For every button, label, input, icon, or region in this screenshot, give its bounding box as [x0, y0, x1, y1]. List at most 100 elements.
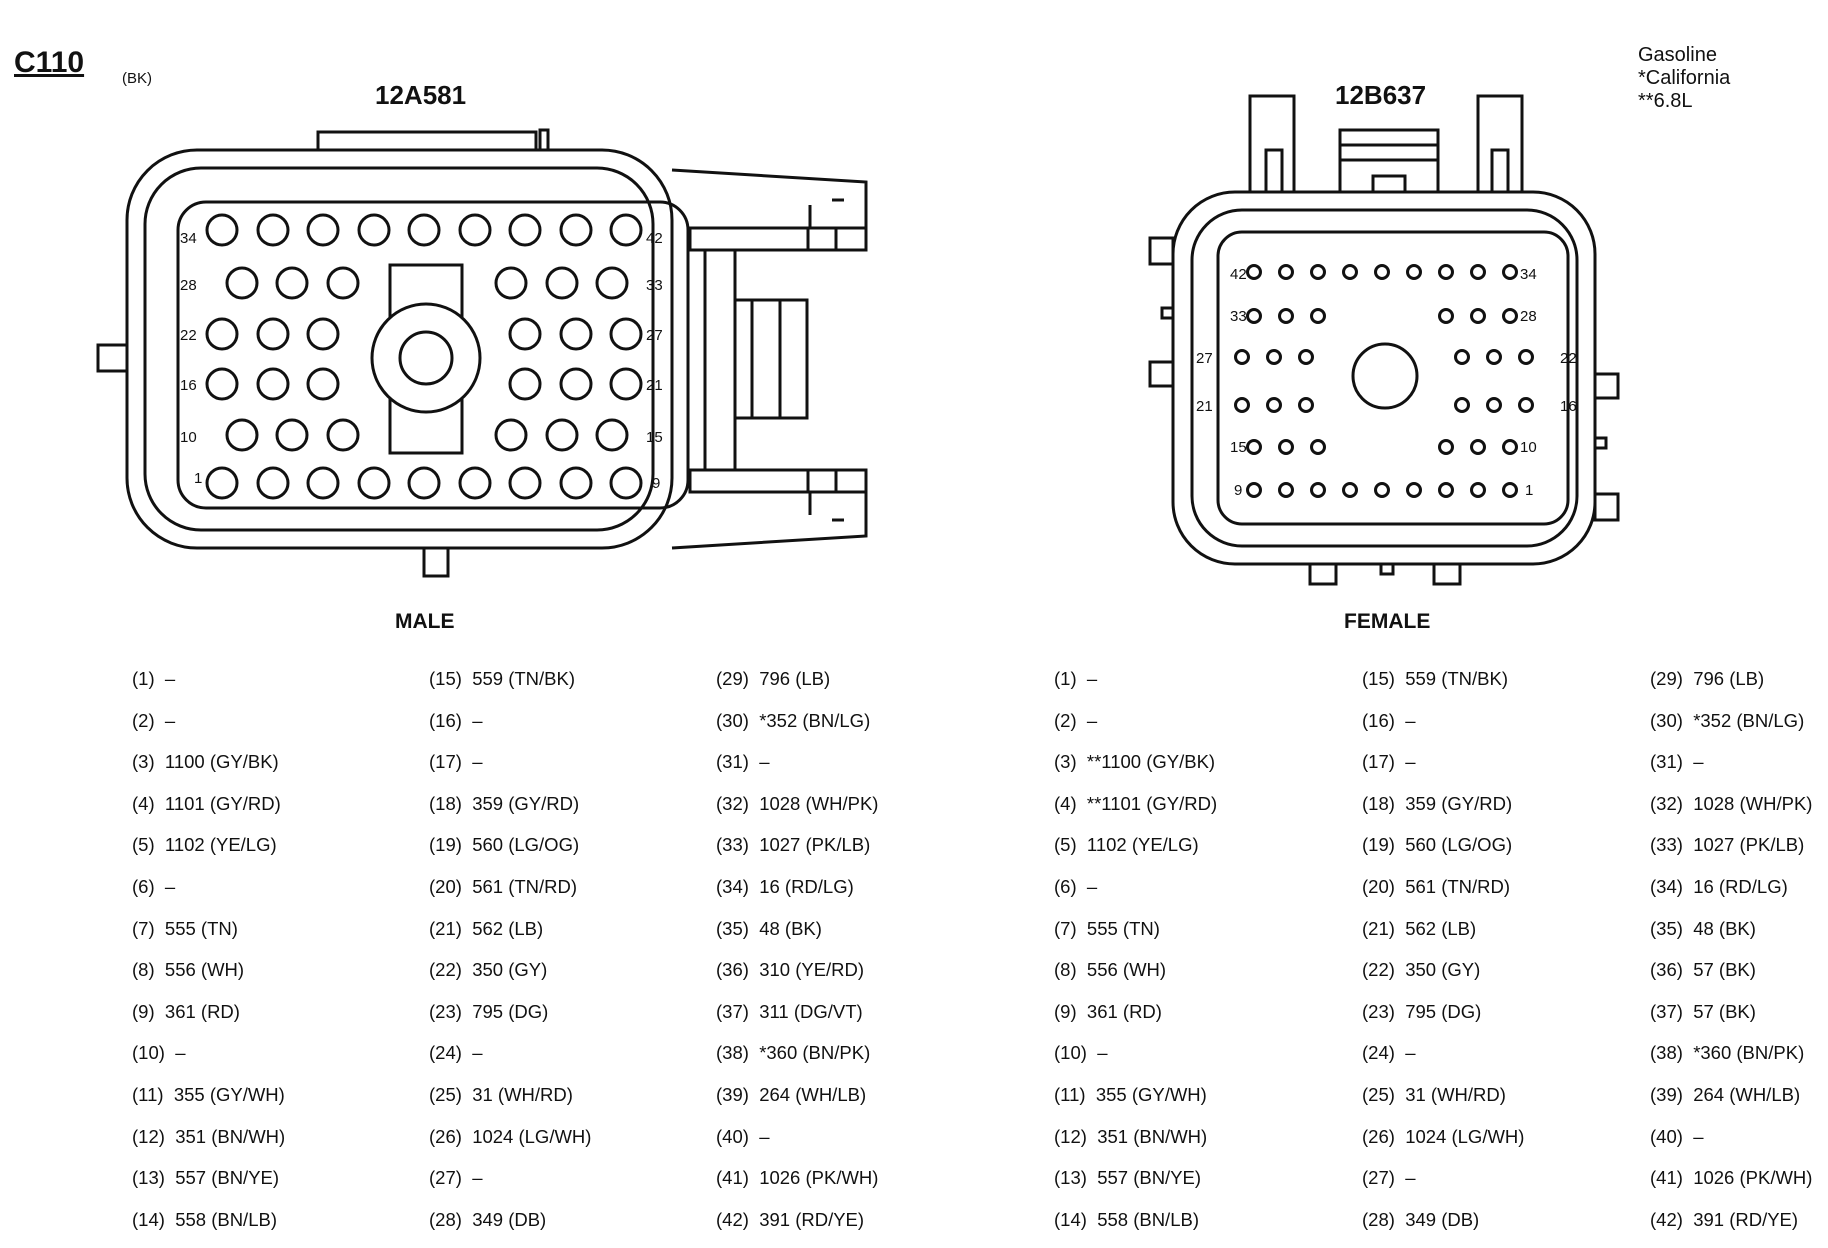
pin-cavity: [545, 266, 579, 300]
pin-row: (8) 556 (WH): [1054, 949, 1344, 991]
pin-cavity: [1470, 439, 1486, 455]
pin-cavity: [1406, 482, 1422, 498]
pin-cavity: [256, 213, 290, 247]
pin-cavity: [1310, 439, 1326, 455]
male-pin-cavities: [205, 213, 643, 500]
pin-circuit: 795 (DG): [1405, 1000, 1482, 1022]
pin-cavity: [609, 317, 643, 351]
pin-circuit: 350 (GY): [1405, 959, 1481, 981]
pin-cavity: [256, 367, 290, 401]
pin-row: (10) –: [1054, 1032, 1344, 1074]
pin-cavity: [1454, 349, 1470, 365]
pin-circuit: 311 (DG/VT): [759, 1000, 863, 1022]
pin-row: (16) –: [1362, 700, 1652, 742]
pin-row: (26) 1024 (LG/WH): [429, 1116, 719, 1158]
pin-number: (24): [1362, 1042, 1395, 1064]
cavity-label: 21: [646, 377, 663, 394]
pin-circuit: 560 (LG/OG): [472, 834, 580, 856]
pin-number: (33): [716, 834, 749, 856]
pin-row: (10) –: [132, 1032, 422, 1074]
pin-cavity: [508, 466, 542, 500]
pin-circuit: 1026 (PK/WH): [1693, 1167, 1813, 1189]
pin-row: (8) 556 (WH): [132, 949, 422, 991]
pin-circuit: 48 (BK): [1693, 917, 1756, 939]
pin-circuit: 561 (TN/RD): [1405, 875, 1511, 897]
pin-circuit: –: [472, 1042, 483, 1064]
connector-drawings: 34 42 28 33 22 27 16 21 10 15 1 9: [96, 94, 1620, 586]
pin-cavity: [1266, 397, 1282, 413]
pin-circuit: 391 (RD/YE): [759, 1208, 865, 1230]
pin-row: (30) *352 (BN/LG): [716, 700, 1006, 742]
pin-row: (32) 1028 (WH/PK): [1650, 783, 1828, 825]
pin-row: (40) –: [716, 1116, 1006, 1158]
pin-cavity: [494, 266, 528, 300]
pin-number: (24): [429, 1042, 462, 1064]
pin-cavity: [1246, 264, 1262, 280]
pin-cavity: [1234, 397, 1250, 413]
cavity-label: 15: [1230, 439, 1247, 456]
pin-number: (36): [716, 959, 749, 981]
pin-number: (31): [716, 751, 749, 773]
pin-number: (25): [429, 1083, 462, 1105]
pin-row: (30) *352 (BN/LG): [1650, 700, 1828, 742]
pin-cavity: [407, 213, 441, 247]
pin-number: (18): [1362, 792, 1395, 814]
pin-circuit: 556 (WH): [164, 959, 245, 981]
pin-number: (42): [716, 1208, 749, 1230]
pin-cavity: [306, 213, 340, 247]
pin-cavity: [275, 418, 309, 452]
pin-number: (2): [132, 709, 155, 731]
pin-row: (28) 349 (DB): [1362, 1199, 1652, 1241]
cavity-label: 1: [194, 470, 202, 487]
pin-circuit: –: [175, 1042, 186, 1064]
pin-row: (17) –: [1362, 741, 1652, 783]
pin-circuit: –: [1405, 751, 1416, 773]
cavity-label: 10: [1520, 439, 1537, 456]
pin-row: (4) **1101 (GY/RD): [1054, 783, 1344, 825]
pin-row: (16) –: [429, 700, 719, 742]
pin-number: (9): [132, 1000, 155, 1022]
pin-row: (15) 559 (TN/BK): [1362, 658, 1652, 700]
pin-cavity: [205, 213, 239, 247]
pin-circuit: 355 (GY/WH): [1095, 1083, 1207, 1105]
pin-number: (27): [1362, 1167, 1395, 1189]
pin-row: (41) 1026 (PK/WH): [716, 1157, 1006, 1199]
pin-number: (7): [132, 917, 155, 939]
cavity-label: 22: [180, 327, 197, 344]
pin-row: (1) –: [132, 658, 422, 700]
pin-row: (3) **1100 (GY/BK): [1054, 741, 1344, 783]
pin-circuit: –: [1693, 751, 1704, 773]
pin-circuit: 555 (TN): [164, 917, 238, 939]
pin-cavity: [508, 213, 542, 247]
pin-cavity: [205, 367, 239, 401]
pin-number: (32): [716, 792, 749, 814]
pin-number: (10): [132, 1042, 165, 1064]
cavity-label: 28: [1520, 308, 1537, 325]
pin-circuit: –: [1097, 1042, 1108, 1064]
male-part-number: 12A581: [375, 80, 467, 110]
pin-circuit: *360 (BN/PK): [1693, 1042, 1805, 1064]
pin-number: (22): [429, 959, 462, 981]
pin-circuit: 560 (LG/OG): [1405, 834, 1513, 856]
pin-row: (3) 1100 (GY/BK): [132, 741, 422, 783]
pinout-column: (29) 796 (LB)(30) *352 (BN/LG)(31) –(32)…: [1650, 658, 1828, 1240]
pin-circuit: 562 (LB): [472, 917, 544, 939]
female-cavity-labels: 42 34 33 28 27 22 21 16 15 10 9 1: [1196, 266, 1577, 499]
pin-number: (36): [1650, 959, 1683, 981]
pin-row: (27) –: [429, 1157, 719, 1199]
cavity-label: 42: [1230, 266, 1247, 283]
pin-circuit: –: [1693, 1125, 1704, 1147]
pin-number: (40): [716, 1125, 749, 1147]
pin-row: (12) 351 (BN/WH): [132, 1116, 422, 1158]
pin-number: (25): [1362, 1083, 1395, 1105]
pin-number: (4): [132, 792, 155, 814]
pin-cavity: [1278, 439, 1294, 455]
pin-cavity: [1310, 482, 1326, 498]
pin-number: (7): [1054, 917, 1077, 939]
pin-row: (22) 350 (GY): [429, 949, 719, 991]
pin-cavity: [1486, 397, 1502, 413]
pin-circuit: 795 (DG): [472, 1000, 549, 1022]
pin-row: (41) 1026 (PK/WH): [1650, 1157, 1828, 1199]
pin-circuit: –: [472, 751, 483, 773]
pin-number: (23): [1362, 1000, 1395, 1022]
